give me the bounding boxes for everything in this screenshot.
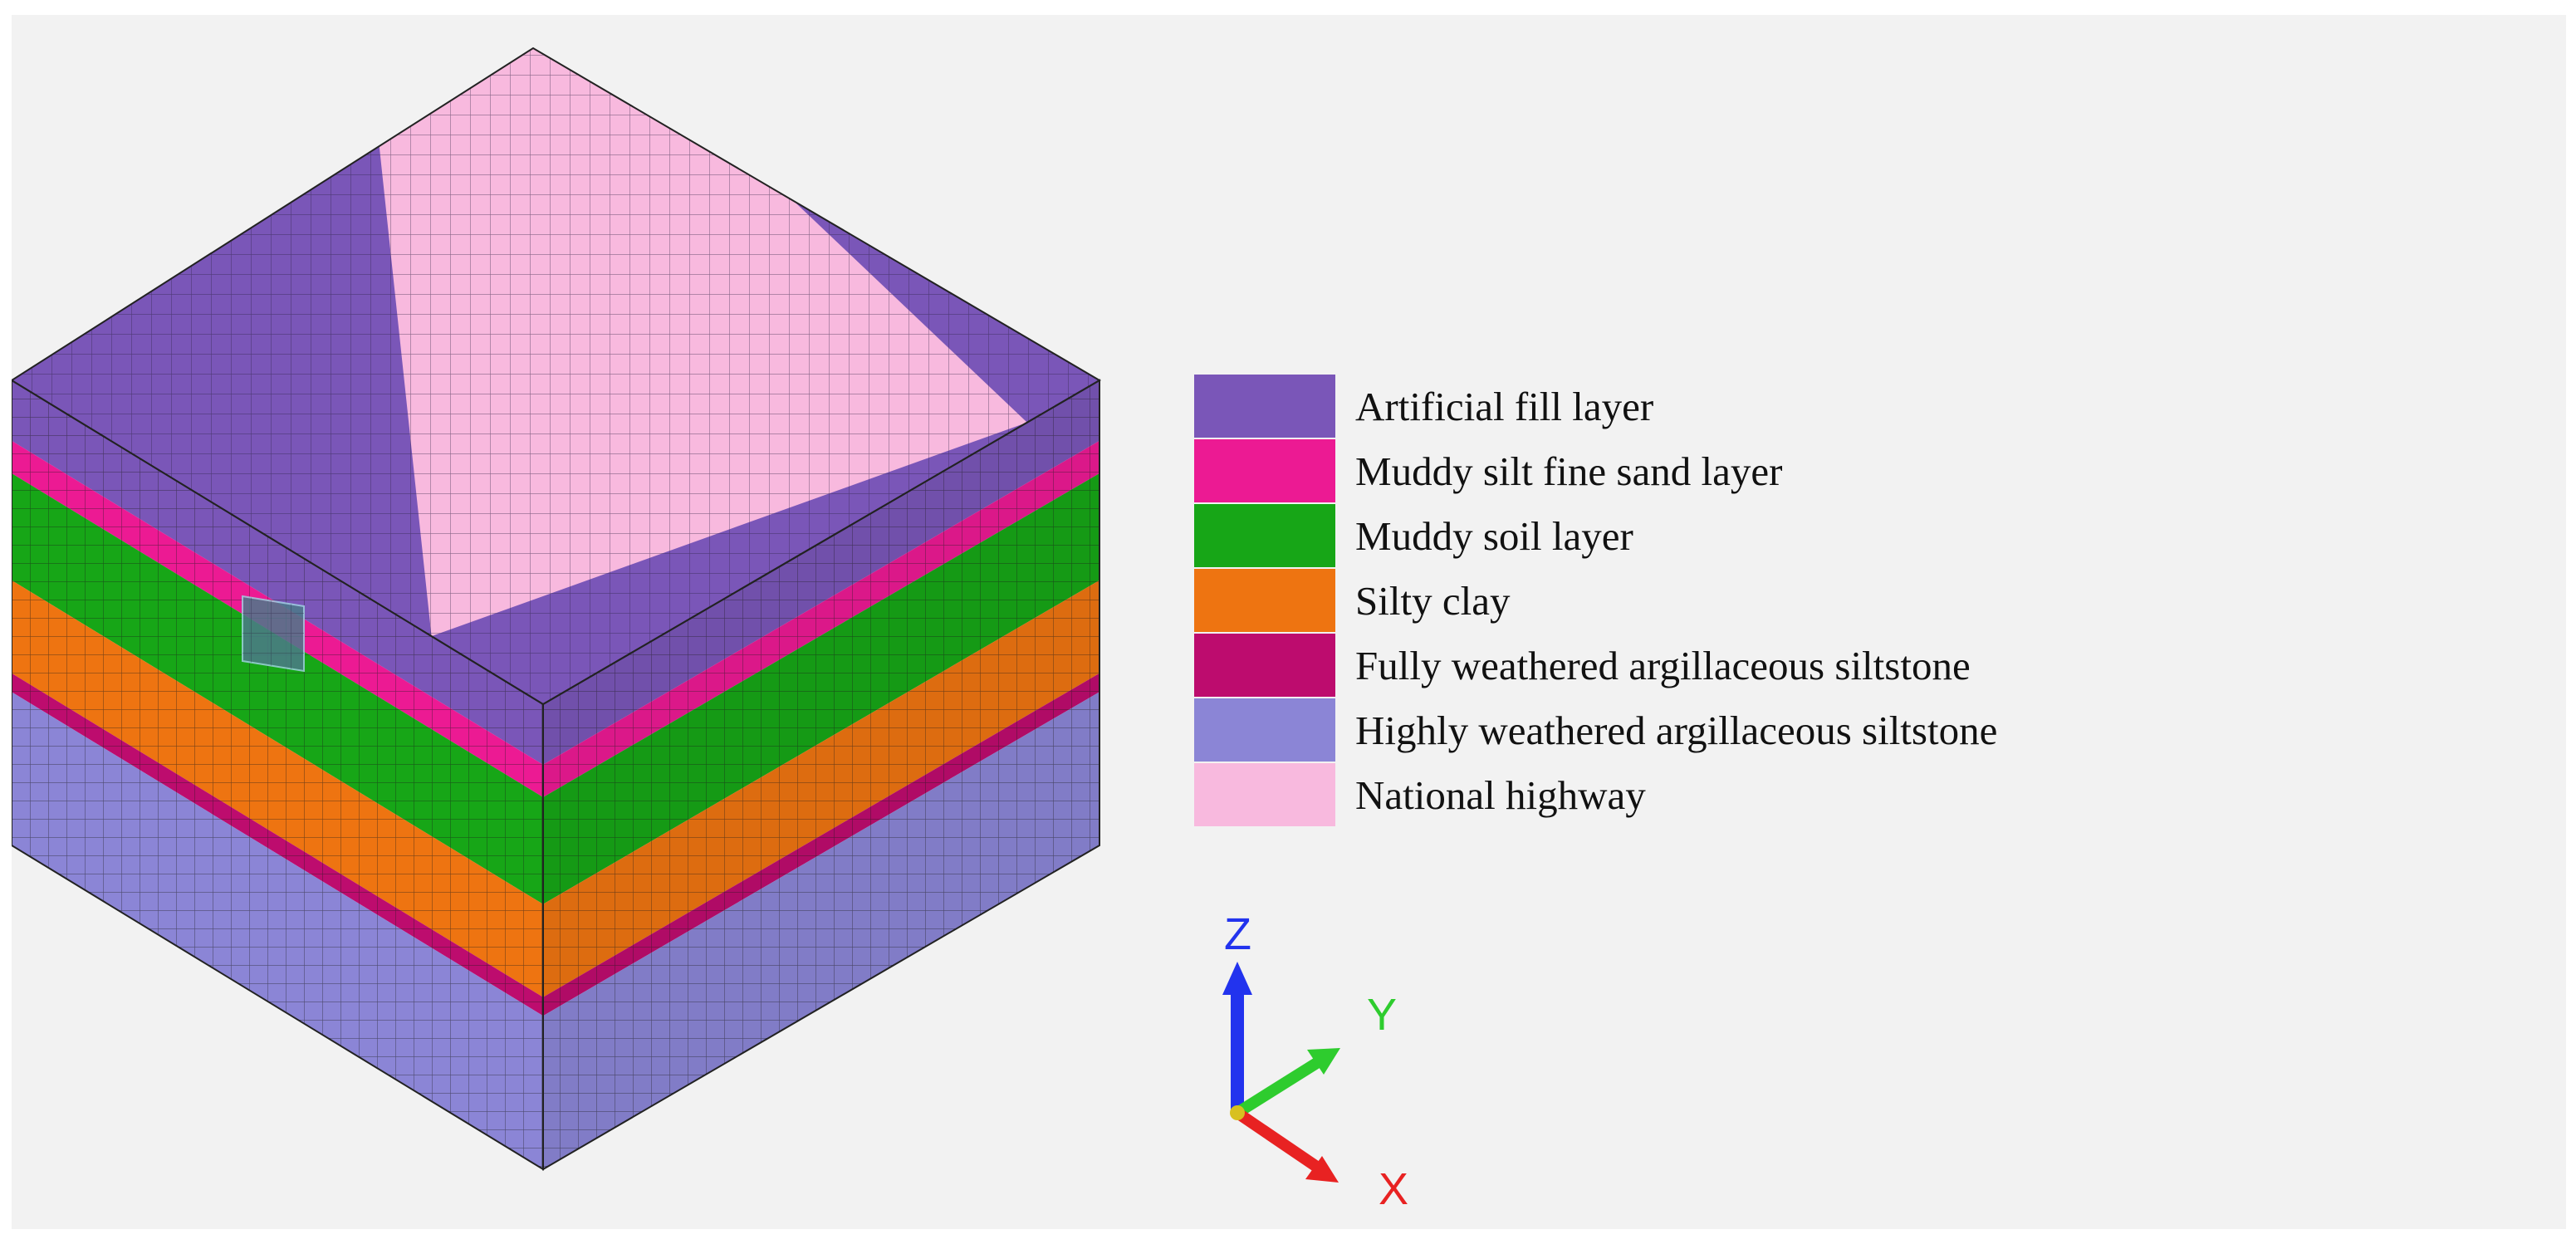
side-layer-fully-weathered-argillaceous-siltstone-right-mesh	[543, 673, 1099, 1016]
legend: Artificial fill layer Muddy silt fine sa…	[1194, 374, 2241, 827]
side-layer-muddy-soil-layer-left-mesh	[12, 473, 543, 904]
legend-swatch	[1194, 634, 1335, 697]
legend-swatch	[1194, 504, 1335, 567]
finite-element-model	[12, 47, 1101, 1171]
x-axis-arrowhead	[1305, 1156, 1339, 1183]
legend-swatch	[1194, 439, 1335, 502]
legend-label: Highly weathered argillaceous siltstone	[1355, 707, 1998, 753]
coordinate-axes: Z Y X	[1222, 909, 1408, 1211]
side-layer-highly-weathered-argillaceous-siltstone-right-mesh	[543, 692, 1099, 1169]
legend-label: Artificial fill layer	[1355, 383, 1654, 429]
legend-label: Muddy silt fine sand layer	[1355, 448, 1783, 494]
legend-swatch	[1194, 569, 1335, 632]
legend-label: Silty clay	[1355, 577, 1511, 624]
y-axis-arrowhead	[1307, 1048, 1340, 1075]
legend-item: Muddy silt fine sand layer	[1194, 438, 2241, 503]
x-axis-label: X	[1379, 1164, 1408, 1211]
model-top-face	[12, 47, 1101, 1171]
legend-item: Highly weathered argillaceous siltstone	[1194, 698, 2241, 762]
side-layer-silty-clay-left-mesh	[12, 580, 543, 997]
legend-swatch	[1194, 375, 1335, 438]
legend-item: Silty clay	[1194, 568, 2241, 633]
side-layer-fully-weathered-argillaceous-siltstone-left-mesh	[12, 673, 543, 1016]
side-layer-silty-clay-right-mesh	[543, 580, 1099, 997]
legend-label: Fully weathered argillaceous siltstone	[1355, 642, 1971, 688]
legend-item: Fully weathered argillaceous siltstone	[1194, 633, 2241, 698]
side-layer-artificial-fill-layer-right-mesh	[543, 380, 1099, 765]
side-layer-artificial-fill-layer-left-mesh	[12, 380, 543, 765]
right-outline	[542, 379, 1100, 1171]
y-axis-arrow	[1234, 1055, 1325, 1118]
legend-label: Muddy soil layer	[1355, 512, 1633, 559]
legend-label: National highway	[1355, 771, 1646, 818]
z-axis-arrowhead	[1222, 962, 1252, 995]
legend-swatch	[1194, 698, 1335, 762]
legend-item: National highway	[1194, 762, 2241, 827]
model-right-face	[543, 380, 1099, 1169]
legend-item: Muddy soil layer	[1194, 503, 2241, 568]
x-axis-arrow	[1234, 1108, 1324, 1174]
figure-canvas: Artificial fill layer Muddy silt fine sa…	[12, 15, 2566, 1229]
side-layer-muddy-silt-fine-sand-layer-right-mesh	[543, 440, 1099, 797]
z-axis-label: Z	[1224, 909, 1251, 959]
side-layer-highly-weathered-argillaceous-siltstone-left-mesh	[12, 692, 543, 1169]
y-axis-label: Y	[1367, 990, 1397, 1040]
legend-item: Artificial fill layer	[1194, 374, 2241, 438]
axes-origin	[1230, 1105, 1245, 1120]
side-layer-muddy-soil-layer-right-mesh	[543, 473, 1099, 904]
legend-swatch	[1194, 763, 1335, 826]
tunnel-section-marker	[242, 595, 305, 673]
top-national-highway-mesh	[379, 48, 1027, 637]
